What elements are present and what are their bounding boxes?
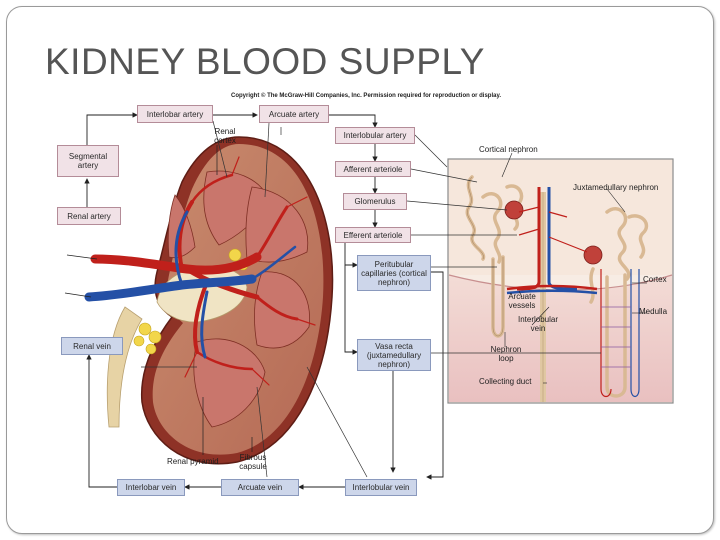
cortex-zone xyxy=(449,160,672,275)
label-renal-cortex: Renal cortex xyxy=(214,127,236,145)
label-fibrous-capsule: Fibrous capsule xyxy=(239,453,267,471)
inset-arcuate-vessels xyxy=(506,284,598,291)
venous-tree xyxy=(84,210,297,359)
label-renal-pyramid: Renal pyramid xyxy=(167,457,219,466)
renal-pyramid-3 xyxy=(254,271,311,349)
label-arcuate-vessels: Arcuate vessels xyxy=(508,292,536,310)
box-arcuate-vein: Arcuate vein xyxy=(221,479,299,496)
label-nephron-loop: Nephron loop xyxy=(490,345,522,363)
box-glomerulus: Glomerulus xyxy=(343,193,407,210)
box-segmental-artery: Segmental artery xyxy=(57,145,119,177)
juxtamedullary-glomerulus xyxy=(583,245,603,265)
vasa-recta-vessels xyxy=(600,269,640,398)
box-interlobular-artery: Interlobular artery xyxy=(335,127,415,144)
label-inset-interlobular-vein: Interlobular vein xyxy=(517,315,559,333)
ureter xyxy=(106,306,143,428)
box-afferent-arteriole: Afferent arteriole xyxy=(335,161,411,177)
box-renal-artery: Renal artery xyxy=(57,207,121,225)
cortical-glomerulus xyxy=(504,200,524,220)
slide: KIDNEY BLOOD SUPPLY Copyright © The McGr… xyxy=(6,6,714,534)
inset-interlobular-vein xyxy=(547,187,578,291)
box-arcuate-artery: Arcuate artery xyxy=(259,105,329,123)
box-peritubular-capillaries: Peritubular capillaries (cortical nephro… xyxy=(357,255,431,291)
box-interlobar-artery: Interlobar artery xyxy=(137,105,213,123)
arterial-tree xyxy=(90,156,316,386)
juxtamedullary-nephron-tubules xyxy=(589,206,649,398)
label-cortex: Cortex xyxy=(643,275,667,284)
copyright-notice: Copyright © The McGraw-Hill Companies, I… xyxy=(231,93,502,99)
label-medulla: Medulla xyxy=(639,307,668,316)
label-cortical-nephron: Cortical nephron xyxy=(479,145,538,154)
box-interlobular-vein: Interlobular vein xyxy=(345,479,417,496)
label-juxtamedullary-nephron: Juxtamedullary nephron xyxy=(573,183,659,192)
slide-title: KIDNEY BLOOD SUPPLY xyxy=(45,41,485,82)
box-interlobar-vein: Interlobar vein xyxy=(117,479,185,496)
label-collecting-duct: Collecting duct xyxy=(479,377,532,386)
box-vasa-recta: Vasa recta (juxtamedullary nephron) xyxy=(357,339,431,371)
kidney-diagram-graphics xyxy=(64,112,674,490)
box-efferent-arteriole: Efferent arteriole xyxy=(335,227,411,243)
box-renal-vein: Renal vein xyxy=(61,337,123,355)
